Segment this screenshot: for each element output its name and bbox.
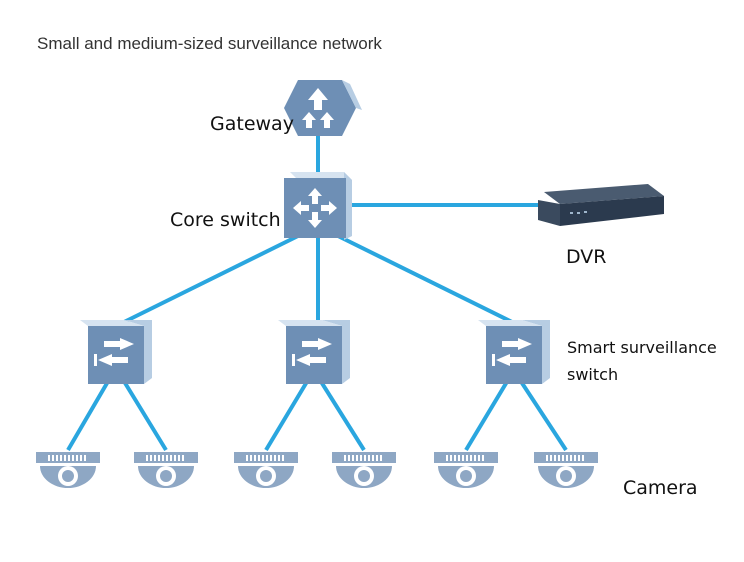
smart-switch-label-line2: switch: [567, 365, 619, 384]
camera-label: Camera: [623, 477, 698, 499]
dome-camera-icon: [134, 452, 198, 488]
link-core-switch-3: [335, 233, 515, 325]
page-title: Small and medium-sized surveillance netw…: [37, 34, 382, 53]
link-switch2-cam3: [264, 378, 310, 452]
surveillance-switch-icon: [80, 320, 152, 384]
smart-switch-label-line1: Smart surveillance: [567, 338, 717, 357]
link-switch3-cam6: [518, 378, 568, 452]
surveillance-switch-icon: [478, 320, 550, 384]
link-switch1-cam2: [120, 376, 168, 452]
core-switch-label: Core switch: [170, 209, 281, 231]
dome-camera-icon: [36, 452, 100, 488]
gateway-router-icon: [284, 80, 362, 136]
gateway-label: Gateway: [210, 113, 294, 135]
link-switch1-cam1: [66, 376, 112, 452]
dvr-recorder-icon: [538, 184, 664, 226]
link-core-switch-1: [117, 233, 301, 327]
surveillance-switch-icon: [278, 320, 350, 384]
smart-switch-label: Smart surveillance switch: [567, 334, 717, 388]
dome-camera-icon: [234, 452, 298, 488]
link-switch2-cam4: [318, 378, 366, 452]
link-switch3-cam5: [464, 378, 510, 452]
dome-camera-icon: [534, 452, 598, 488]
core-switch-icon: [284, 172, 352, 240]
dome-camera-icon: [434, 452, 498, 488]
dvr-label: DVR: [566, 246, 607, 268]
dome-camera-icon: [332, 452, 396, 488]
